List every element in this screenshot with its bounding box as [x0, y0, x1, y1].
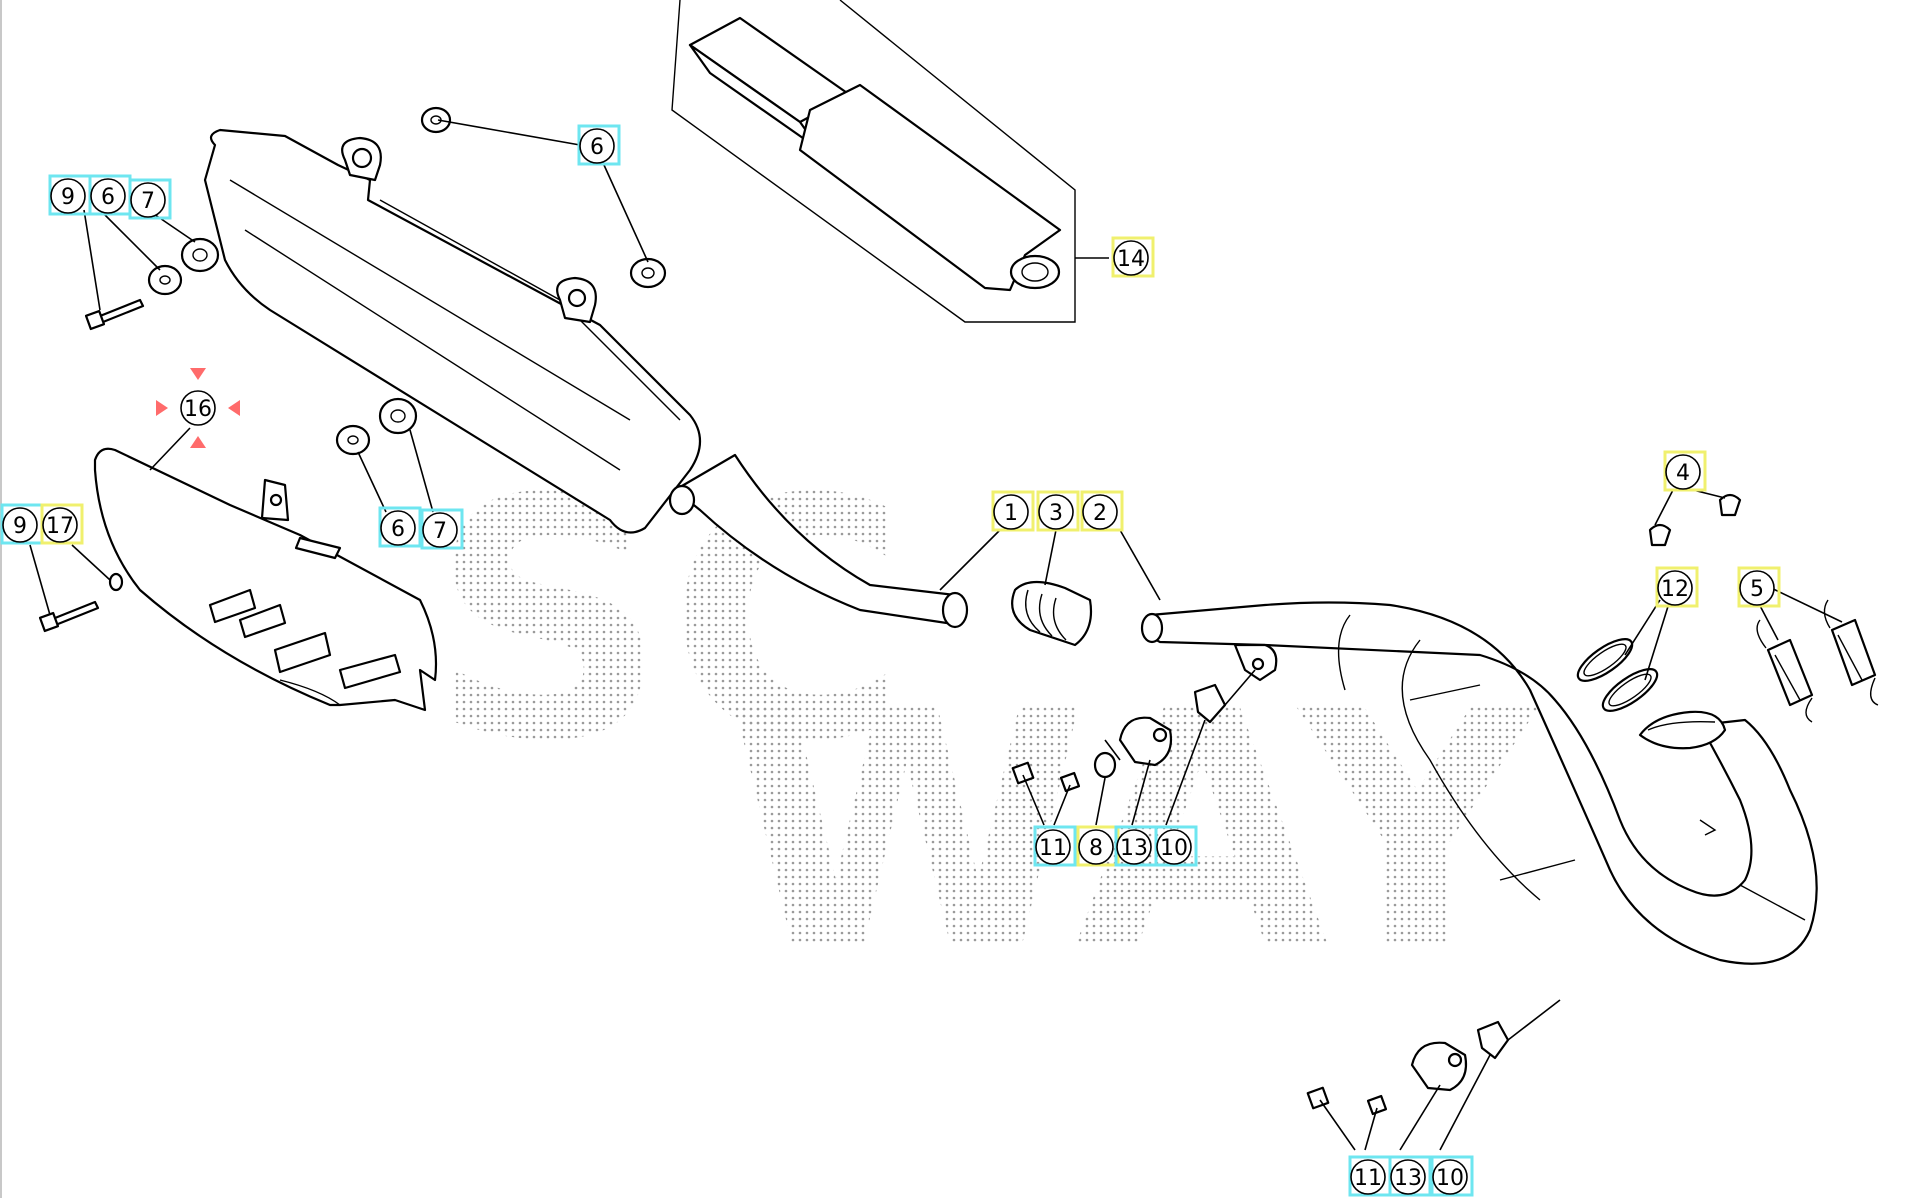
callout-mark — [1111, 236, 1155, 278]
callout-circle — [90, 178, 126, 214]
callout-mark — [128, 178, 172, 220]
callout-number: 10 — [1160, 836, 1188, 861]
callout-3[interactable]: 3 — [1036, 490, 1080, 532]
part-3-seal-ring[interactable] — [1011, 580, 1093, 647]
callout-11b[interactable]: 11 — [1348, 1155, 1392, 1197]
callout-5[interactable]: 5 — [1737, 566, 1781, 608]
callout-circle — [1035, 829, 1071, 865]
callout-number: 13 — [1120, 836, 1148, 861]
callout-12[interactable]: 12 — [1655, 566, 1699, 608]
callout-4[interactable]: 4 — [1663, 450, 1707, 492]
callout-circle — [380, 510, 416, 546]
callout-circle — [1078, 829, 1114, 865]
callout-mark — [1655, 566, 1699, 608]
callout-mark — [577, 124, 621, 166]
callout-circle — [180, 390, 216, 426]
callout-circle — [1350, 1159, 1386, 1195]
callout-number: 9 — [13, 514, 27, 539]
callout-number: 1 — [1004, 501, 1018, 526]
callout-circle — [1156, 829, 1192, 865]
callout-number: 11 — [1039, 836, 1067, 861]
callout-2[interactable]: 2 — [1080, 490, 1124, 532]
callout-number: 3 — [1049, 501, 1063, 526]
hover-arrow-icon — [190, 436, 206, 448]
hover-arrow-icon — [228, 400, 240, 416]
callout-17[interactable]: 17 — [40, 503, 84, 545]
callout-mark — [40, 503, 84, 545]
leader-lines — [29, 119, 1843, 1151]
callout-mark — [1388, 1155, 1432, 1197]
callout-11a[interactable]: 11 — [1033, 825, 1077, 867]
callout-circle — [1116, 829, 1152, 865]
callout-number: 17 — [46, 514, 74, 539]
callout-number: 4 — [1676, 461, 1690, 486]
callout-circle — [1390, 1159, 1426, 1195]
callout-circle — [42, 507, 78, 543]
callout-circle — [1665, 454, 1701, 490]
callout-mark — [378, 506, 422, 548]
callout-7b[interactable]: 7 — [420, 508, 464, 550]
callout-9b[interactable]: 9 — [0, 503, 44, 545]
callout-number: 13 — [1394, 1166, 1422, 1191]
callout-number: 6 — [391, 517, 405, 542]
callout-circle — [2, 507, 38, 543]
callout-number: 7 — [141, 189, 155, 214]
callout-10b[interactable]: 10 — [1430, 1155, 1474, 1197]
callout-9a[interactable]: 9 — [48, 174, 92, 216]
callout-circle — [1432, 1159, 1468, 1195]
callout-6a[interactable]: 6 — [577, 124, 621, 166]
callout-number: 14 — [1117, 247, 1145, 272]
callout-1[interactable]: 1 — [991, 490, 1035, 532]
callout-circle — [579, 128, 615, 164]
callout-mark — [1663, 450, 1707, 492]
part-16-heat-shield[interactable] — [93, 447, 438, 712]
part-muffler-silencer[interactable] — [203, 128, 969, 629]
callout-circle — [1739, 570, 1775, 606]
callout-circle — [993, 494, 1029, 530]
part-2-expansion-chamber[interactable] — [1140, 601, 1818, 965]
callout-mark — [1154, 825, 1198, 867]
callout-circle — [130, 182, 166, 218]
callout-circle — [1657, 570, 1693, 606]
hover-arrow-icon — [190, 368, 206, 380]
callout-circle — [50, 178, 86, 214]
callout-number: 12 — [1661, 577, 1689, 602]
callout-number: 6 — [101, 185, 115, 210]
callout-mark — [420, 508, 464, 550]
callout-mark — [1033, 825, 1077, 867]
callout-mark — [991, 490, 1035, 532]
callout-6c[interactable]: 6 — [378, 506, 422, 548]
callout-10a[interactable]: 10 — [1154, 825, 1198, 867]
part-14-packing-kit[interactable] — [671, 0, 1076, 323]
callout-number: 5 — [1750, 577, 1764, 602]
callout-circle — [1113, 240, 1149, 276]
callout-16[interactable]: 16 — [156, 368, 240, 448]
callout-number: 6 — [590, 135, 604, 160]
callout-7a[interactable]: 7 — [128, 178, 172, 220]
callout-circle — [422, 512, 458, 548]
callout-mark — [1036, 490, 1080, 532]
callout-mark — [1737, 566, 1781, 608]
callout-number: 11 — [1354, 1166, 1382, 1191]
callout-circle — [1038, 494, 1074, 530]
callout-number: 7 — [433, 519, 447, 544]
callout-6b[interactable]: 6 — [88, 174, 132, 216]
callout-number: 9 — [61, 185, 75, 210]
callout-13b[interactable]: 13 — [1388, 1155, 1432, 1197]
watermark: SC WAY — [430, 429, 1540, 1023]
callout-14[interactable]: 14 — [1111, 236, 1155, 278]
callout-number: 8 — [1089, 836, 1103, 861]
callout-number: 10 — [1436, 1166, 1464, 1191]
hardware-small-parts[interactable] — [38, 106, 1879, 1116]
hover-arrow-icon — [156, 400, 168, 416]
callout-number: 2 — [1093, 501, 1107, 526]
callout-8[interactable]: 8 — [1076, 825, 1120, 867]
callout-mark — [1430, 1155, 1474, 1197]
callout-mark — [1080, 490, 1124, 532]
callout-circle — [1082, 494, 1118, 530]
callout-number: 16 — [184, 397, 212, 422]
